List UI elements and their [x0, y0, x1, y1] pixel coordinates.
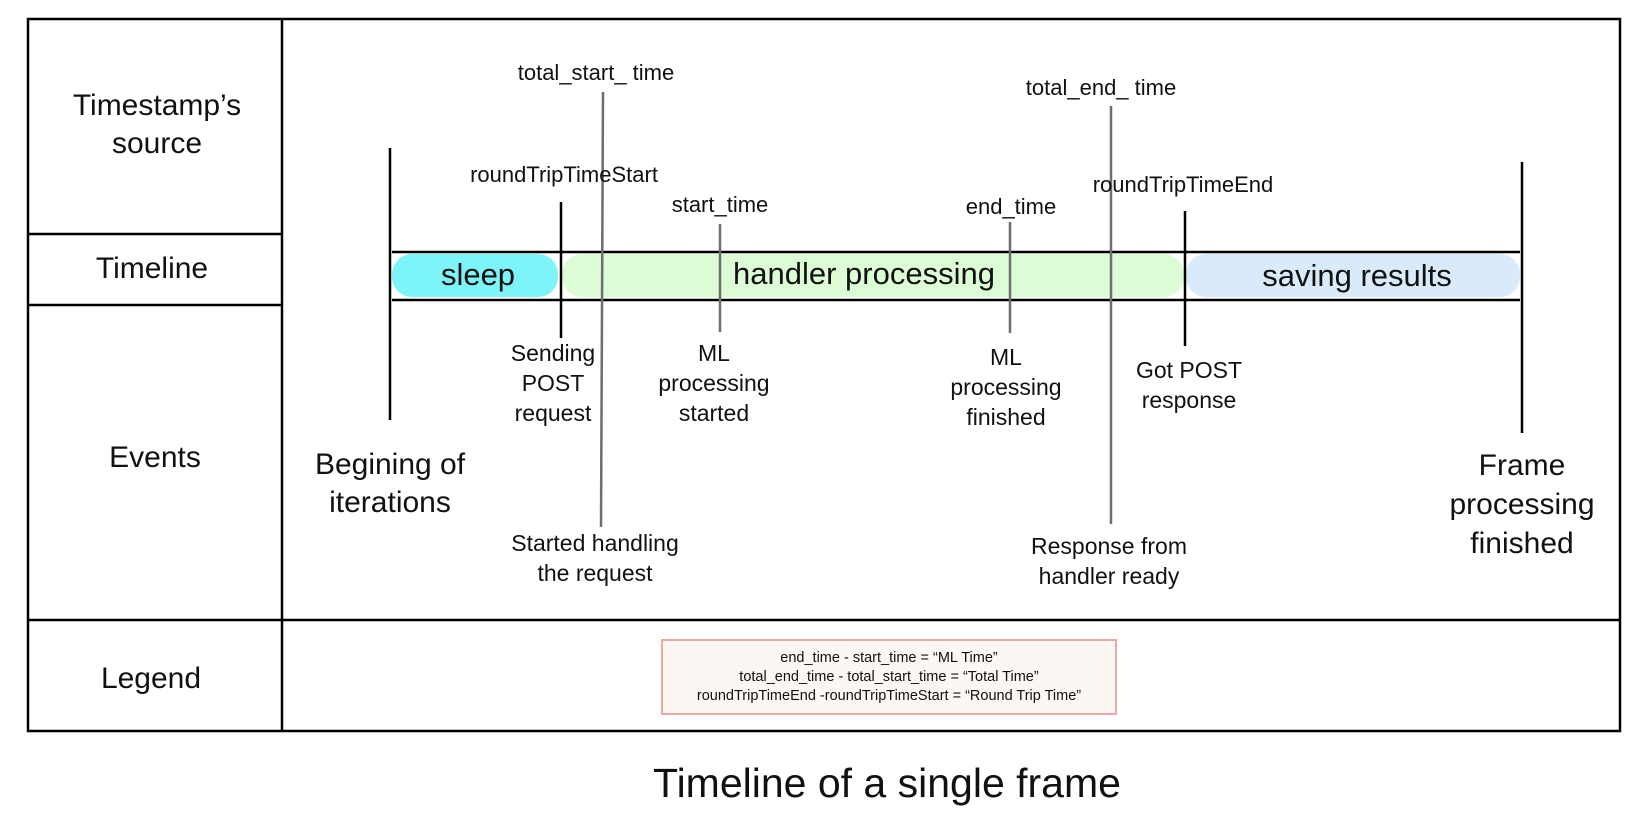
event-frame-finished-3: finished	[1470, 527, 1573, 560]
ts-end: end_time	[966, 194, 1057, 219]
row-label-legend: Legend	[101, 662, 201, 695]
event-ml-started-2: processing	[658, 370, 769, 396]
event-started-handling-2: the request	[537, 560, 653, 586]
ts-total-start: total_start_ time	[518, 60, 675, 85]
event-ml-finished-3: finished	[966, 404, 1045, 430]
outer-frame	[26, 17, 1622, 733]
connector-total-start	[599, 91, 605, 528]
row-label-events: Events	[109, 441, 201, 474]
event-begin-1: Begining of	[315, 448, 466, 481]
segment-label-sleep: sleep	[441, 257, 515, 292]
event-response-ready-1: Response from	[1031, 533, 1187, 559]
event-sending-3: request	[515, 400, 592, 426]
segment-saving-results	[1186, 254, 1520, 297]
event-got-post-2: response	[1142, 387, 1237, 413]
segment-sleep	[392, 254, 558, 297]
event-frame-finished-1: Frame	[1479, 449, 1566, 482]
row-label-source-2: source	[112, 127, 202, 160]
event-ml-finished-1: ML	[990, 344, 1022, 370]
segment-label-saving: saving results	[1262, 258, 1452, 293]
row-label-source-1: Timestamp’s	[73, 89, 241, 122]
ts-start: start_time	[672, 192, 769, 217]
event-frame-finished-2: processing	[1449, 488, 1594, 521]
row-label-timeline: Timeline	[96, 252, 208, 285]
event-ml-finished-2: processing	[950, 374, 1061, 400]
event-response-ready-2: handler ready	[1039, 563, 1180, 589]
ts-rtt-end: roundTripTimeEnd	[1093, 172, 1274, 197]
event-ml-started-3: started	[679, 400, 749, 426]
legend-total-time: total_end_time - total_start_time = “Tot…	[739, 669, 1039, 685]
ts-total-end: total_end_ time	[1026, 75, 1176, 100]
event-sending-1: Sending	[511, 340, 595, 366]
legend-round-trip-time: roundTripTimeEnd -roundTripTimeStart = “…	[697, 688, 1081, 704]
event-started-handling-1: Started handling	[511, 530, 679, 556]
event-ml-started-1: ML	[698, 340, 730, 366]
ts-rtt-start: roundTripTimeStart	[470, 162, 658, 187]
event-sending-2: POST	[522, 370, 585, 396]
legend-box	[661, 639, 1117, 715]
segment-handler-processing	[562, 254, 1184, 297]
legend-ml-time: end_time - start_time = “ML Time”	[780, 650, 998, 666]
diagram-title: Timeline of a single frame	[653, 760, 1121, 806]
event-got-post-1: Got POST	[1136, 357, 1242, 383]
event-begin-2: iterations	[329, 486, 451, 519]
segment-label-handler: handler processing	[733, 256, 995, 291]
